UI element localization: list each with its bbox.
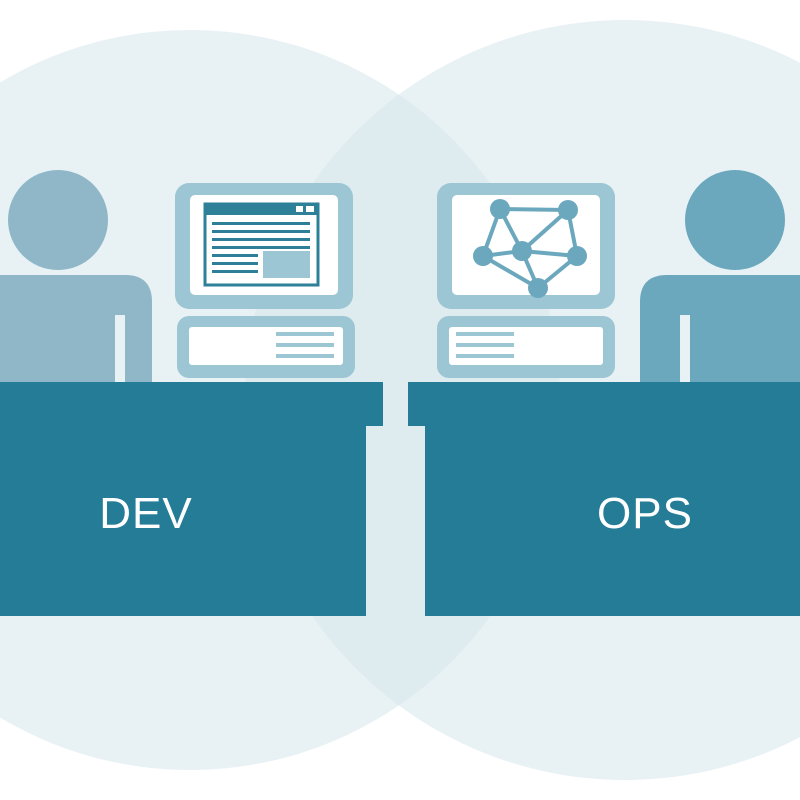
dev-desk [0, 382, 383, 616]
dev-computer-icon [175, 183, 355, 378]
ops-person-icon [640, 170, 800, 385]
ops-desk [408, 382, 800, 616]
ops-computer-icon [437, 183, 615, 378]
browser-window-icon [203, 202, 320, 287]
network-graph-icon [473, 199, 587, 298]
ops-label: OPS [597, 489, 693, 538]
dev-label: DEV [99, 489, 192, 538]
dev-person-icon [0, 170, 152, 385]
